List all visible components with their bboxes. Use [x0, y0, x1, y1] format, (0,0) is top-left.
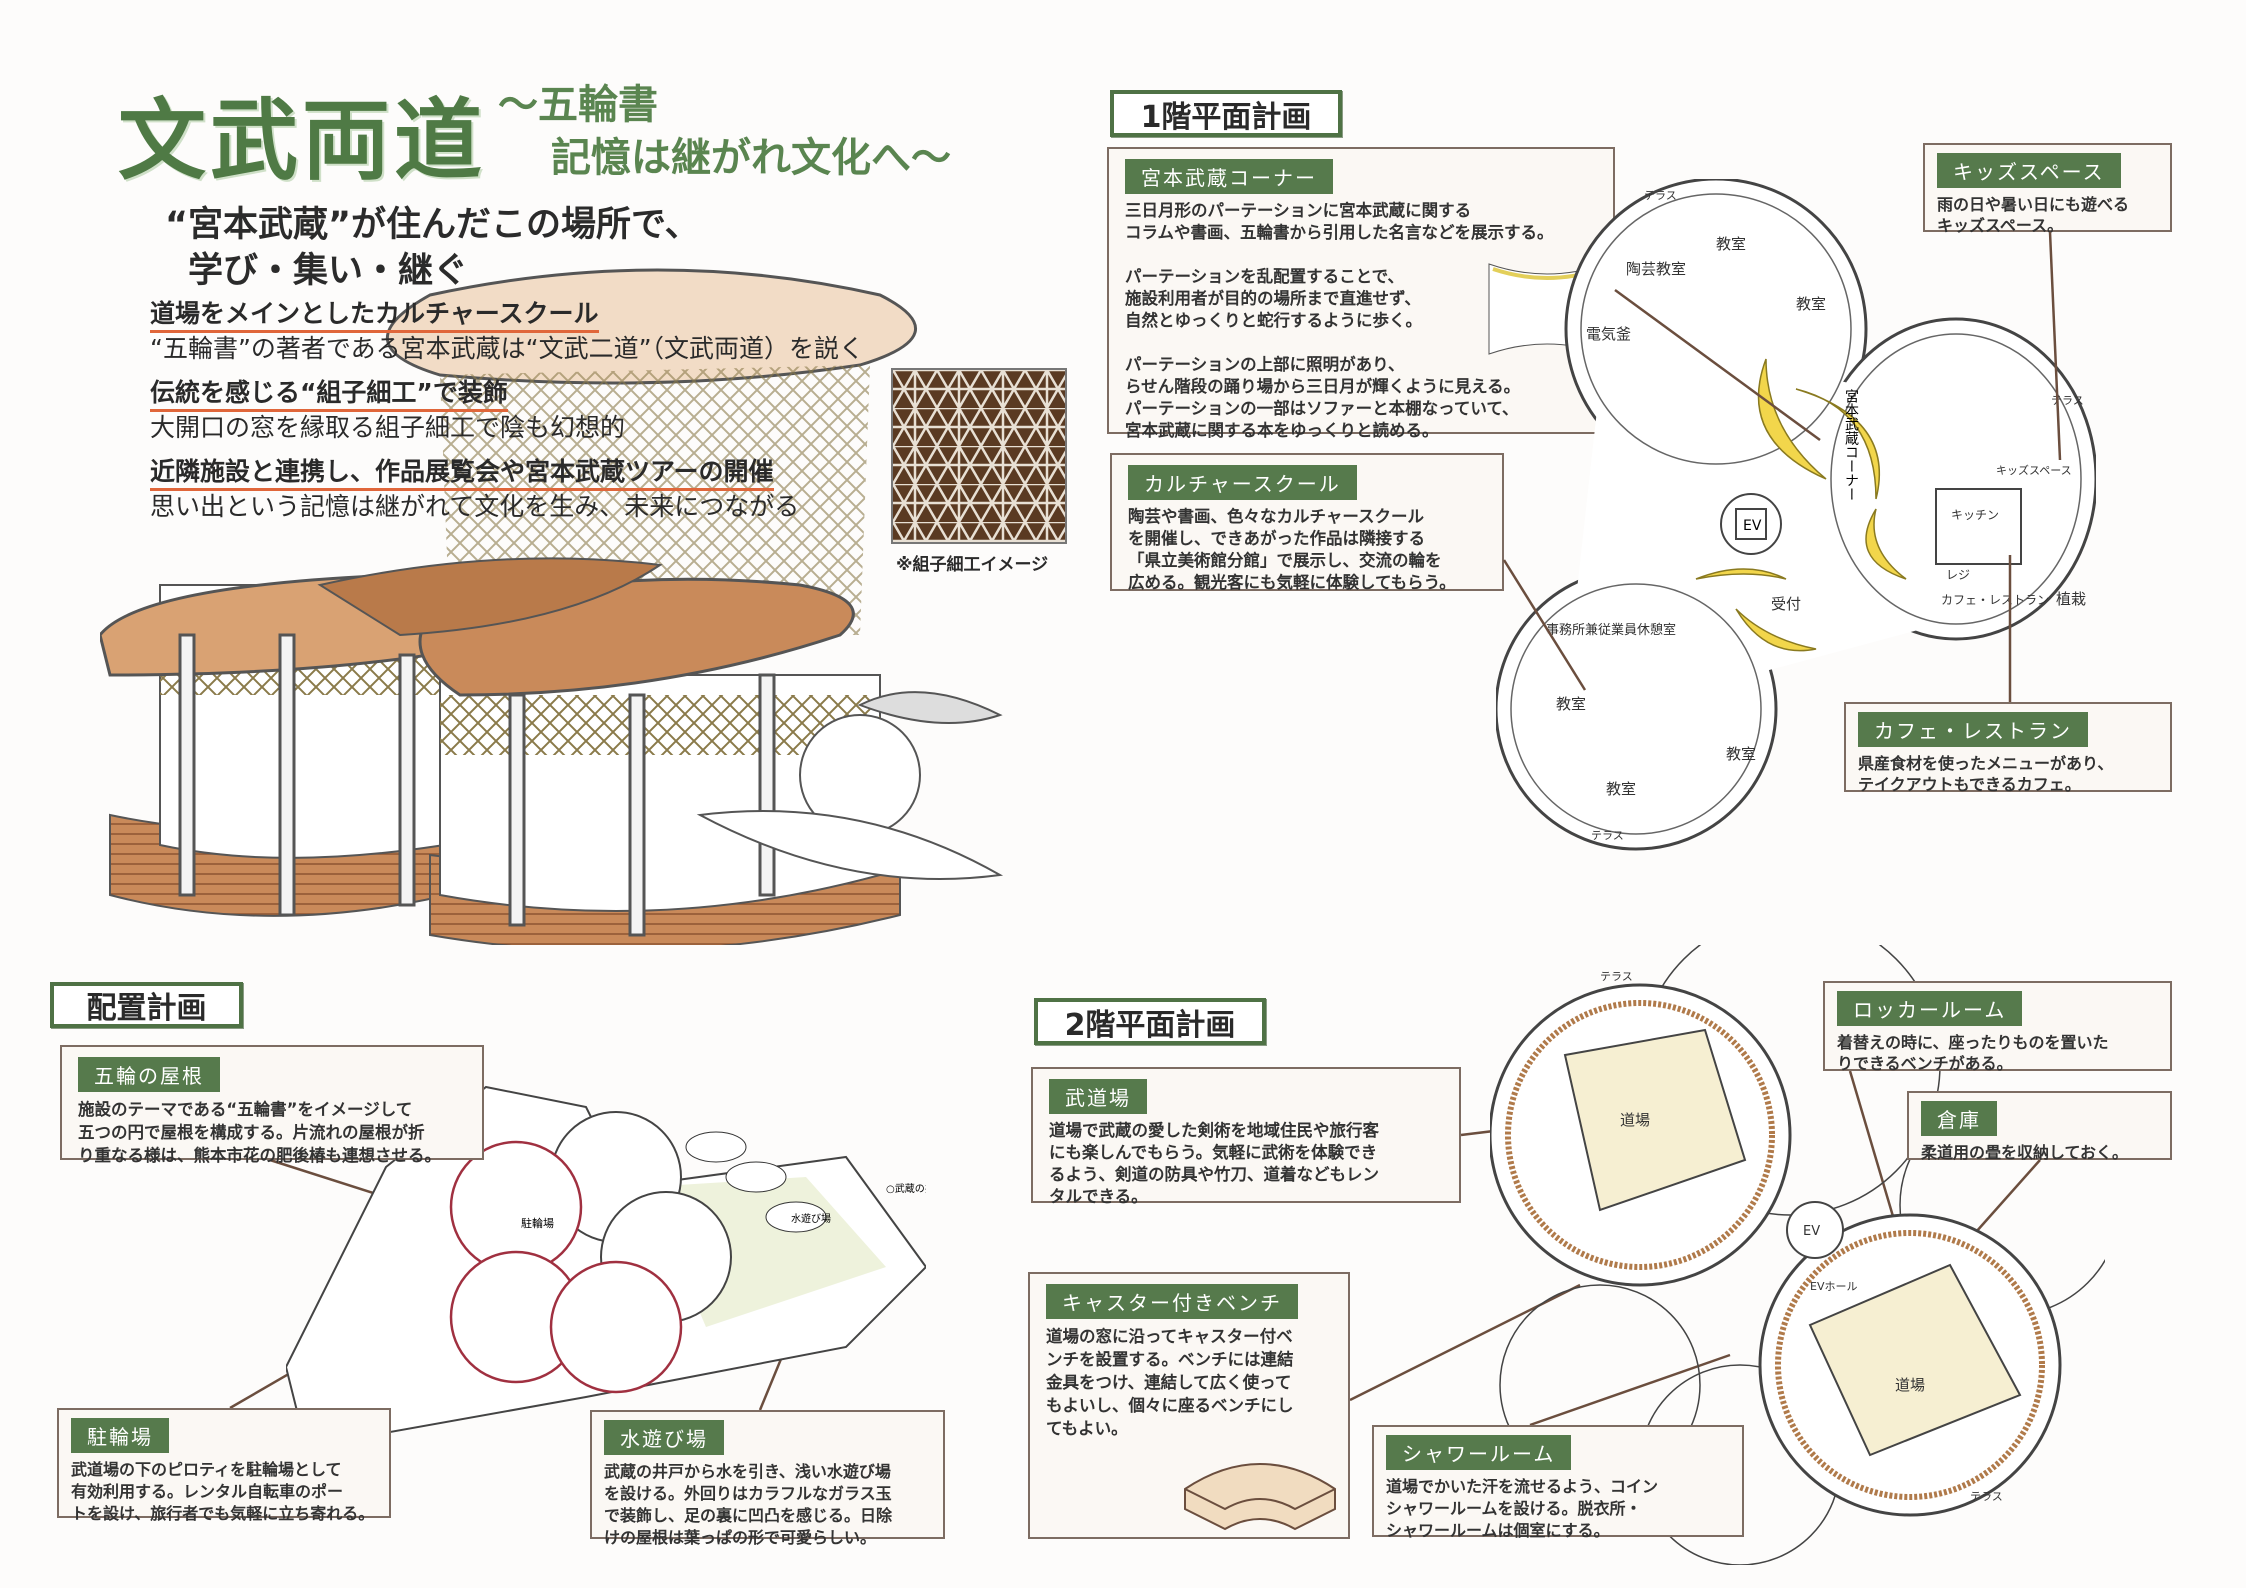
culture-school-text: 陶芸や書画、色々なカルチャースクール を開催し、できあがった作品は隣接する 「県… — [1128, 507, 1456, 592]
water-play-label: 水遊び場 — [604, 1420, 724, 1455]
point-2-body: 大開口の窓を縁取る組子細工で陰も幻想的 — [150, 413, 626, 442]
svg-text:植栽: 植栽 — [2056, 590, 2086, 608]
svg-text:テラス: テラス — [2051, 394, 2084, 407]
svg-text:宮本武蔵コーナー: 宮本武蔵コーナー — [1843, 389, 1859, 501]
svg-text:キッチン: キッチン — [1951, 508, 1999, 522]
svg-text:道場: 道場 — [1620, 1111, 1650, 1129]
bench-illustration — [1184, 1463, 1336, 1531]
kids-space-label: キッズスペース — [1937, 153, 2121, 188]
caster-bench-callout: キャスター付きベンチ 道場の窓に沿ってキャスター付ベ ンチを設置する。ベンチには… — [1028, 1272, 1350, 1539]
svg-text:教室: 教室 — [1556, 695, 1586, 713]
site-water-label: 水遊び場 — [791, 1212, 831, 1225]
dojo-callout: 武道場 道場で武蔵の愛した剣術を地域住民や旅行客 にも楽しんでもらう。気軽に武術… — [1031, 1067, 1461, 1206]
cafe-callout: カフェ・レストラン 県産食材を使ったメニューがあり、 テイクアウトもできるカフェ… — [1844, 702, 2172, 794]
svg-text:道場: 道場 — [1895, 1376, 1925, 1394]
caster-bench-label: キャスター付きベンチ — [1046, 1284, 1298, 1319]
svg-text:EVホール: EVホール — [1810, 1280, 1857, 1293]
svg-text:テラス: テラス — [1970, 1490, 2003, 1503]
svg-text:教室: 教室 — [1796, 295, 1826, 313]
storage-callout: 倉庫 柔道用の畳を収納しておく。 — [1907, 1091, 2172, 1162]
concept-points: 道場をメインとしたカルチャースクール “五輪書”の著者である宮本武蔵は“文武二道… — [150, 298, 864, 523]
storage-text: 柔道用の畳を収納しておく。 — [1921, 1143, 2129, 1162]
poster-subtitle-2: 記憶は継がれ文化へ〜 — [551, 135, 951, 181]
plan1-ev-label: EV — [1743, 518, 1762, 534]
shower-room-callout: シャワールーム 道場でかいた汗を流せるよう、コイン シャワールームを設ける。脱衣… — [1372, 1425, 1744, 1540]
floor2-heading: 2階平面計画 — [1034, 998, 1266, 1045]
water-play-callout: 水遊び場 武蔵の井戸から水を引き、浅い水遊び場 を設ける。外回りはカラフルなガラ… — [590, 1410, 945, 1547]
point-1-body: “五輪書”の著者である宮本武蔵は“文武二道”（文武両道）を説く — [150, 334, 865, 363]
svg-text:テラス: テラス — [1644, 189, 1677, 202]
locker-room-callout: ロッカールーム 着替えの時に、座ったりものを置いた りできるベンチがある。 — [1823, 981, 2172, 1073]
kumiko-caption: ※組子細工イメージ — [896, 555, 1049, 575]
caster-bench-text: 道場の窓に沿ってキャスター付ベ ンチを設置する。ベンチには連結 金具をつけ、連結… — [1046, 1327, 1294, 1438]
shower-room-text: 道場でかいた汗を流せるよう、コイン シャワールームを設ける。脱衣所・ シャワール… — [1386, 1477, 1659, 1540]
tagline-line-2: 学び・集い・継ぐ — [188, 251, 469, 291]
poster-subtitle-1: 〜五輪書 — [498, 82, 658, 128]
svg-text:電気釜: 電気釜 — [1586, 325, 1631, 343]
svg-text:EV: EV — [1803, 1224, 1820, 1239]
locker-room-text: 着替えの時に、座ったりものを置いた りできるベンチがある。 — [1837, 1033, 2109, 1073]
kids-space-callout: キッズスペース 雨の日や暑い日にも遊べる キッズスペース。 — [1923, 143, 2172, 235]
svg-text:受付: 受付 — [1771, 595, 1801, 613]
cafe-label: カフェ・レストラン — [1858, 712, 2088, 747]
storage-label: 倉庫 — [1921, 1101, 1997, 1136]
cafe-text: 県産食材を使ったメニューがあり、 テイクアウトもできるカフェ。 — [1858, 754, 2114, 794]
musashi-corner-text: 三日月形のパーテーションに宮本武蔵に関する コラムや書画、五輪書から引用した名言… — [1125, 201, 1554, 440]
site-plan-heading: 配置計画 — [50, 982, 243, 1028]
floor1-heading: 1階平面計画 — [1110, 90, 1342, 137]
bike-parking-callout: 駐輪場 武道場の下のピロティを駐輪場として 有効利用する。レンタル自転車のポー … — [57, 1408, 391, 1523]
roof-callout: 五輪の屋根 施設のテーマである“五輪書”をイメージして 五つの円で屋根を構成する… — [60, 1045, 484, 1165]
point-1-heading: 道場をメインとしたカルチャースクール — [150, 298, 599, 333]
svg-text:キッズスペース: キッズスペース — [1996, 463, 2072, 477]
water-play-text: 武蔵の井戸から水を引き、浅い水遊び場 を設ける。外回りはカラフルなガラス玉 で装… — [604, 1462, 893, 1547]
bike-parking-text: 武道場の下のピロティを駐輪場として 有効利用する。レンタル自転車のポー トを設け… — [71, 1460, 375, 1523]
point-2-heading: 伝統を感じる“組子細工”で装飾 — [150, 377, 508, 412]
shower-room-label: シャワールーム — [1386, 1435, 1572, 1470]
svg-text:教室: 教室 — [1716, 235, 1746, 253]
dojo-text: 道場で武蔵の愛した剣術を地域住民や旅行客 にも楽しんでもらう。気軽に武術を体験で… — [1049, 1121, 1379, 1206]
site-well-label: ○武蔵の井戸 — [886, 1182, 926, 1195]
musashi-corner-label: 宮本武蔵コーナー — [1125, 159, 1333, 194]
culture-school-label: カルチャースクール — [1128, 465, 1357, 500]
svg-text:事務所兼従業員休憩室: 事務所兼従業員休憩室 — [1546, 622, 1676, 638]
dojo-label: 武道場 — [1049, 1079, 1147, 1114]
bike-parking-label: 駐輪場 — [71, 1418, 169, 1453]
floor2-plan: 道場 道場 EV EVホール テラス テラス — [1490, 945, 2105, 1565]
roof-label: 五輪の屋根 — [78, 1057, 220, 1092]
culture-school-callout: カルチャースクール 陶芸や書画、色々なカルチャースクール を開催し、できあがった… — [1110, 453, 1504, 592]
svg-text:陶芸教室: 陶芸教室 — [1626, 260, 1686, 278]
svg-text:カフェ・レストラン: カフェ・レストラン — [1941, 593, 2049, 607]
svg-text:教室: 教室 — [1726, 745, 1756, 763]
floor1-plan: EV テラス 教室 陶芸教室 電気釜 教室 受付 キッチン レジ カフェ・レスト… — [1496, 179, 2096, 851]
locker-room-label: ロッカールーム — [1837, 991, 2023, 1026]
point-3-body: 思い出という記憶は継がれて文化を生み、未来につながる — [150, 492, 800, 521]
site-bike-label: 駐輪場 — [521, 1216, 554, 1230]
tagline-line-1: “宮本武蔵”が住んだこの場所で、 — [165, 205, 700, 245]
svg-text:テラス: テラス — [1600, 970, 1633, 983]
roof-text: 施設のテーマである“五輪書”をイメージして 五つの円で屋根を構成する。片流れの屋… — [78, 1100, 441, 1165]
kumiko-pattern-image — [891, 368, 1067, 544]
svg-text:テラス: テラス — [1591, 829, 1624, 842]
svg-text:教室: 教室 — [1606, 780, 1636, 798]
svg-text:レジ: レジ — [1946, 568, 1970, 582]
building-perspective-sketch — [100, 268, 1004, 945]
site-plan-drawing: 駐輪場 水遊び場 ○武蔵の井戸 — [286, 1085, 926, 1449]
poster-title: 文武両道 — [118, 89, 487, 192]
kids-space-text: 雨の日や暑い日にも遊べる キッズスペース。 — [1937, 195, 2130, 235]
point-3-heading: 近隣施設と連携し、作品展覧会や宮本武蔵ツアーの開催 — [150, 456, 774, 491]
